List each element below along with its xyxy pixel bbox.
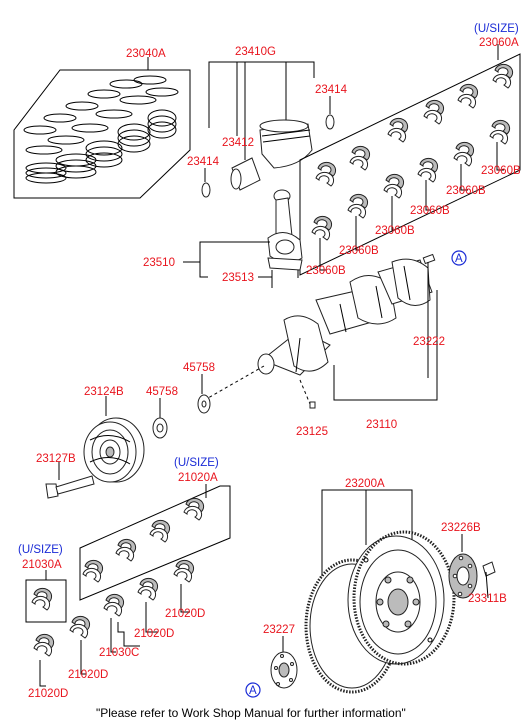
label-pulley: 23124B — [84, 386, 124, 398]
conrod-bearing-set — [25, 570, 67, 687]
label-bearing-b5: 23060B — [339, 245, 379, 257]
label-adapter-plate: 23226B — [441, 522, 481, 534]
adapter-plate — [448, 534, 496, 599]
seal-and-spacer — [152, 374, 211, 439]
piston-ring-panel — [13, 57, 191, 199]
main-bearing-panel — [299, 44, 521, 276]
label-usize-top: (U/SIZE) — [474, 23, 519, 35]
label-spacer: 45758 — [146, 386, 178, 398]
label-bearing-d2: 21020D — [134, 628, 174, 640]
label-pulley-bolt: 23127B — [36, 453, 76, 465]
label-key: 23222 — [413, 336, 445, 348]
connecting-rod — [183, 189, 303, 288]
crank-pulley — [83, 396, 145, 483]
thrust-bearing-panel — [69, 484, 231, 675]
label-bearing-c: 21030C — [99, 647, 139, 659]
label-seal: 45758 — [183, 362, 215, 374]
ref-a-top-circle — [451, 250, 467, 266]
label-conrod-bolt: 23513 — [222, 272, 254, 284]
label-bearing-b1: 23060B — [481, 165, 521, 177]
label-bearing-b3: 23060B — [410, 205, 450, 217]
label-bearing-d1: 21020D — [165, 608, 205, 620]
label-pin-clip-left: 23414 — [187, 156, 220, 168]
label-bearing-b2: 23060B — [446, 185, 486, 197]
label-usize-mid: (U/SIZE) — [174, 457, 219, 469]
pulley-bolt — [45, 462, 95, 499]
label-flywheel-assy: 23200A — [345, 478, 385, 490]
label-bearing-d3: 21020D — [68, 669, 108, 681]
label-ref-a-bottom: A — [249, 685, 257, 697]
label-flywheel-bolt: 23311B — [468, 593, 507, 605]
flywheel — [304, 489, 456, 694]
label-piston-assy: 23410G — [235, 46, 276, 58]
piston-assembly — [201, 61, 335, 198]
spacer-plate — [270, 636, 298, 689]
label-spacer-plate: 23227 — [263, 624, 295, 636]
label-crank-pin: 23125 — [296, 426, 328, 438]
ref-a-bottom-circle — [245, 682, 261, 698]
crankshaft — [207, 253, 438, 409]
label-usize-left: (U/SIZE) — [18, 544, 63, 556]
label-piston-pin: 23412 — [222, 137, 254, 149]
label-ref-a-top: A — [455, 253, 463, 265]
footer-note: "Please refer to Work Shop Manual for fu… — [96, 706, 406, 720]
label-pin-clip-right: 23414 — [315, 84, 348, 96]
label-piston-ring-set: 23040A — [126, 48, 166, 60]
label-bearing-set-main: 23060A — [479, 37, 519, 49]
label-thrust-bearing-set: 21020A — [178, 472, 218, 484]
label-bearing-b4: 23060B — [375, 225, 415, 237]
label-bearing-d4: 21020D — [28, 688, 68, 700]
label-conrod: 23510 — [143, 257, 175, 269]
label-bearing-b6: 23060B — [306, 265, 346, 277]
label-crankshaft: 23110 — [366, 419, 397, 431]
label-conrod-bearing-set: 21030A — [22, 559, 62, 571]
